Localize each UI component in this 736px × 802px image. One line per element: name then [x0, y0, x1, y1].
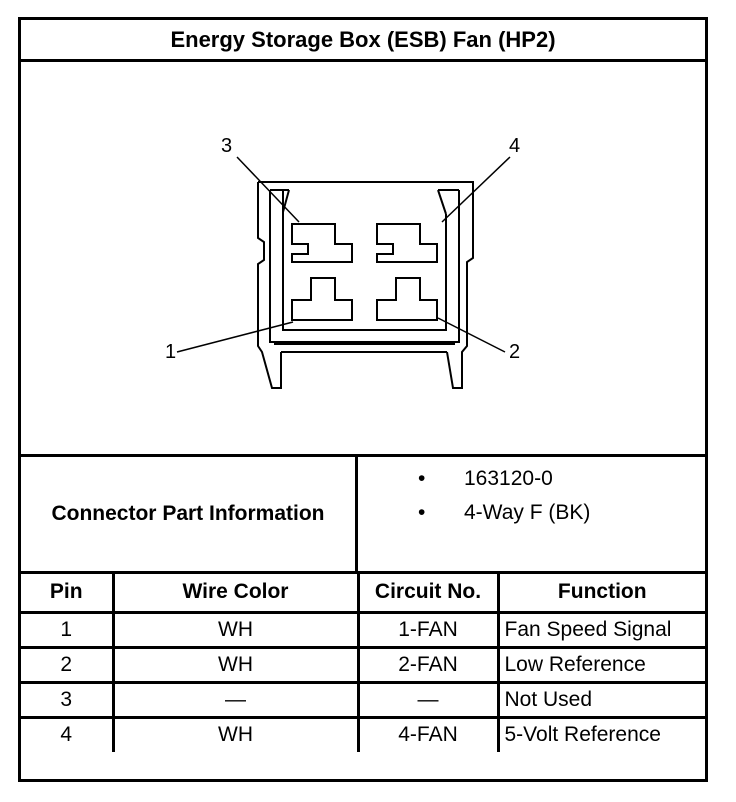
- bullet-icon: •: [418, 467, 426, 490]
- header-wire-color: Wire Color: [111, 574, 360, 614]
- header-pin: Pin: [21, 574, 115, 614]
- cell-wire-color: WH: [111, 715, 360, 752]
- cavity-4: [376, 223, 438, 263]
- cell-wire-color: WH: [111, 645, 360, 684]
- part-info-item: •4-Way F (BK): [418, 501, 591, 524]
- cell-circuit: —: [356, 680, 500, 719]
- header-function: Function: [496, 574, 705, 614]
- cell-pin: 2: [21, 645, 115, 684]
- bullet-icon: •: [418, 501, 426, 524]
- cell-wire-color: —: [111, 680, 360, 719]
- connector-part-info: Connector Part Information •163120-0 •4-…: [21, 457, 705, 574]
- table-row: 4 WH 4-FAN 5-Volt Reference: [21, 715, 705, 752]
- cell-circuit: 4-FAN: [356, 715, 500, 752]
- connector-part-info-list: •163120-0 •4-Way F (BK): [358, 457, 705, 571]
- part-info-item: •163120-0: [418, 467, 553, 490]
- connector-housing: [257, 181, 474, 389]
- cell-function: 5-Volt Reference: [496, 715, 705, 752]
- pin-label-4: 4: [509, 135, 520, 157]
- cell-circuit: 2-FAN: [356, 645, 500, 684]
- terminal-cavities: [291, 223, 438, 321]
- table-row: 1 WH 1-FAN Fan Speed Signal: [21, 610, 705, 649]
- cell-pin: 3: [21, 680, 115, 719]
- cell-circuit: 1-FAN: [356, 610, 500, 649]
- connector-face-drawing: 3 4 1 2: [165, 135, 520, 389]
- pin-label-3: 3: [221, 135, 232, 157]
- cell-function: Low Reference: [496, 645, 705, 684]
- cell-pin: 4: [21, 715, 115, 752]
- cell-pin: 1: [21, 610, 115, 649]
- pin-label-2: 2: [509, 341, 520, 363]
- cavity-2: [376, 277, 438, 321]
- pin-leader-lines: [176, 156, 511, 353]
- table-row: 2 WH 2-FAN Low Reference: [21, 645, 705, 684]
- table-header-row: Pin Wire Color Circuit No. Function: [21, 574, 705, 614]
- header-circuit-no: Circuit No.: [356, 574, 500, 614]
- cavity-3: [291, 223, 353, 263]
- connector-diagram: 3 4 1 2: [21, 62, 705, 457]
- cell-function: Fan Speed Signal: [496, 610, 705, 649]
- cell-function: Not Used: [496, 680, 705, 719]
- cell-wire-color: WH: [111, 610, 360, 649]
- pinout-table: Pin Wire Color Circuit No. Function 1 WH…: [21, 574, 705, 752]
- connector-part-info-label: Connector Part Information: [21, 457, 358, 571]
- panel-title: Energy Storage Box (ESB) Fan (HP2): [21, 20, 705, 62]
- table-row: 3 — — Not Used: [21, 680, 705, 719]
- pin-label-1: 1: [165, 341, 176, 363]
- connector-panel: Energy Storage Box (ESB) Fan (HP2): [18, 17, 708, 782]
- cavity-1: [291, 277, 353, 321]
